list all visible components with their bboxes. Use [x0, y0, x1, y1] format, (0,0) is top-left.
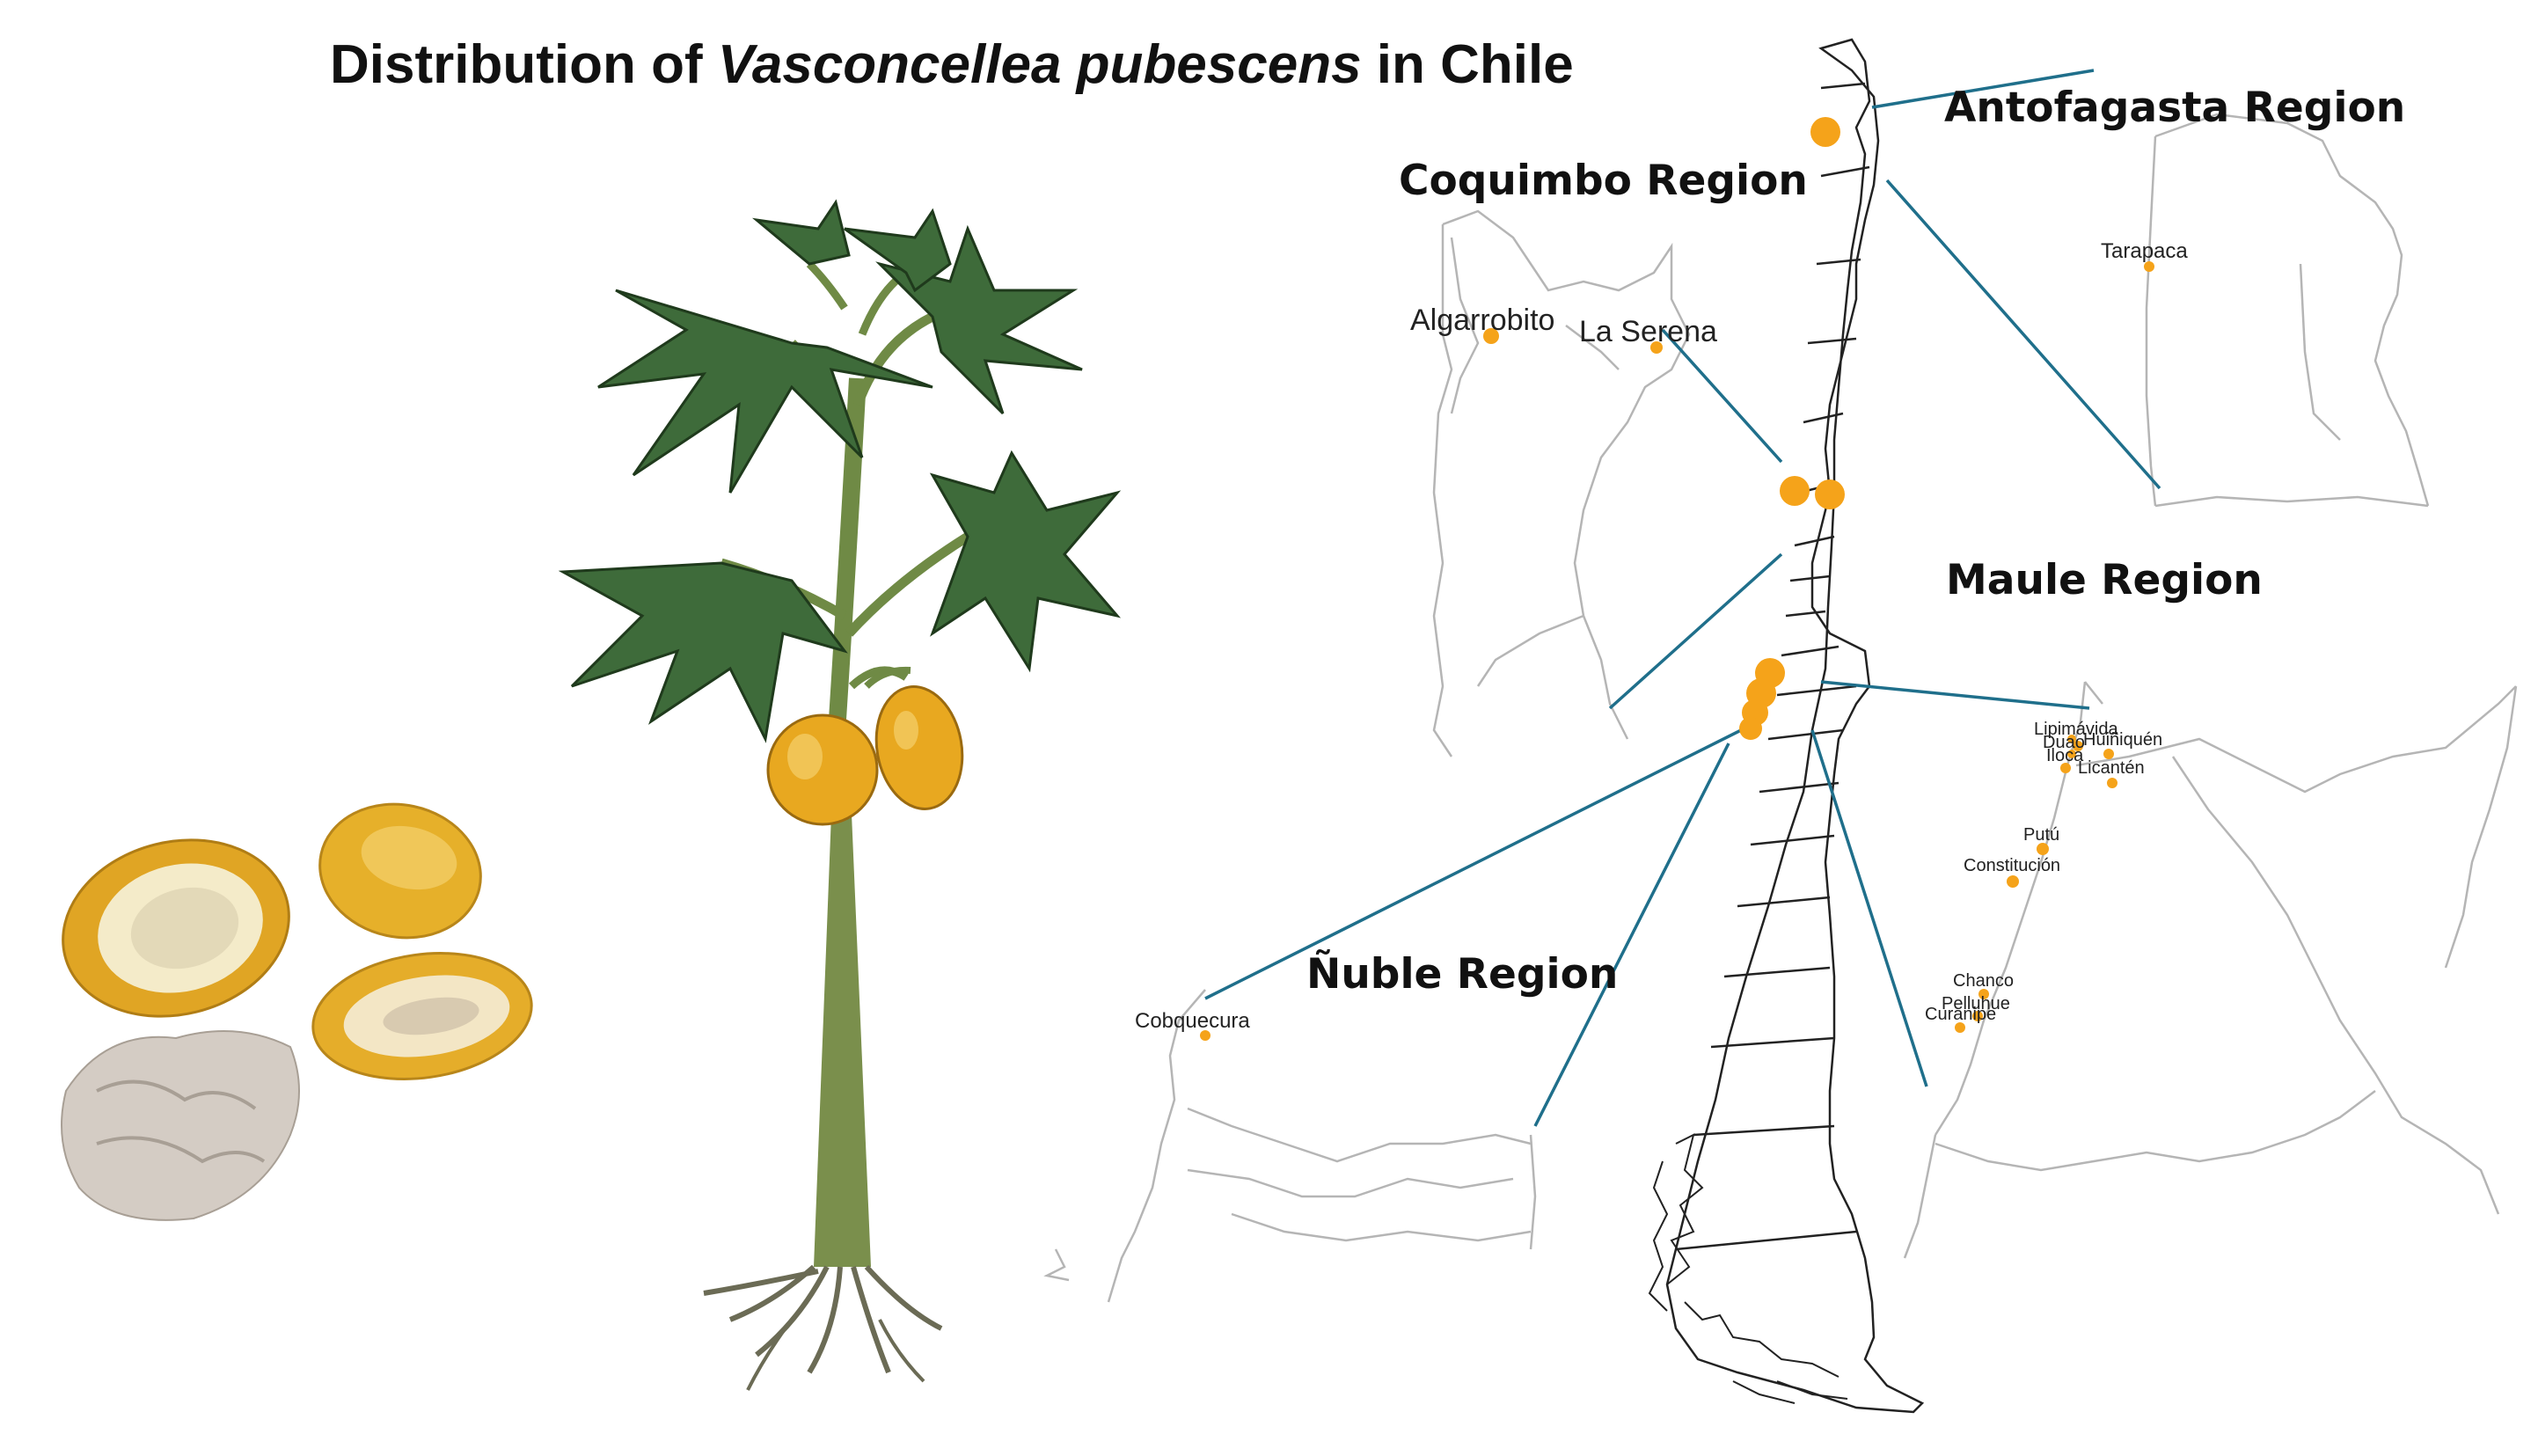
connector-nuble-top — [1204, 721, 1756, 1000]
point-iloca — [2067, 750, 2076, 758]
locality-label-putu: Putú — [2023, 825, 2060, 845]
locality-label-chanco: Chanco — [1953, 971, 2014, 991]
connector-maule-bottom — [1810, 729, 1928, 1087]
locality-label-tarapaca: Tarapaca — [2101, 239, 2188, 263]
locality-label-huiniquen: Huiñiquén — [2083, 730, 2163, 750]
region-label-maule: Maule Region — [1946, 556, 2263, 604]
occurrence-point — [1810, 117, 1840, 147]
point-algarrobito — [1483, 328, 1499, 344]
connector-nuble-bottom — [1533, 743, 1730, 1127]
locality-label-iloca: Iloca — [2046, 746, 2084, 765]
region-borders — [1675, 82, 1870, 1251]
point-pelluhue — [1972, 1011, 1983, 1021]
locality-label-lipimavida: Lipimávida — [2034, 720, 2118, 739]
point-huiniquen — [2103, 749, 2114, 759]
point-duao — [2073, 741, 2083, 751]
region-label-nuble: Ñuble Region — [1306, 950, 1619, 999]
occurrence-point — [1780, 476, 1810, 506]
locality-label-la-serena: La Serena — [1579, 315, 1717, 348]
point-la-serena — [1650, 341, 1663, 354]
locality-label-constitucion: Constitución — [1964, 856, 2061, 875]
papaya-plant-illustration — [558, 199, 1122, 1391]
locality-label-cobquecura: Cobquecura — [1135, 1009, 1250, 1033]
connector-coquimbo-bottom — [1608, 552, 1783, 710]
point-cobquecura — [1200, 1030, 1210, 1041]
connector-maule-top — [1820, 680, 2090, 710]
connector-coquimbo-top — [1661, 328, 1783, 464]
nuble-inset-outline — [1043, 989, 1537, 1303]
locality-label-duao: Duao — [2043, 733, 2085, 752]
point-constitucion — [2007, 875, 2019, 888]
antofagasta-inset-outline — [2145, 113, 2430, 508]
chile-outline — [1665, 38, 1925, 1414]
point-licanten — [2107, 778, 2117, 788]
maule-inset-outline — [1903, 681, 2518, 1259]
species-name: Vasconcellea pubescens — [717, 34, 1362, 95]
point-iloca-south — [2060, 763, 2071, 773]
locality-label-curanipe: Curanipe — [1925, 1005, 1997, 1024]
point-chanco — [1978, 989, 1989, 999]
coquimbo-inset-outline — [1432, 209, 1691, 757]
connector-antofagasta-top — [1871, 69, 2095, 109]
point-lipimavida — [2067, 735, 2076, 743]
cut-fruit-photo — [61, 802, 533, 1221]
locality-label-pelluhue: Pelluhue — [1942, 994, 2010, 1013]
figure-title: Distribution of Vasconcellea pubescens i… — [330, 34, 1574, 95]
occurrence-point — [1815, 479, 1845, 509]
point-curanipe — [1955, 1022, 1965, 1033]
connector-antofagasta-bottom — [1885, 179, 2161, 490]
point-putu — [2037, 843, 2049, 855]
locality-label-licanten: Licantén — [2078, 758, 2145, 778]
southern-islands — [1648, 1133, 1848, 1404]
region-label-antofagasta: Antofagasta Region — [1944, 84, 2406, 132]
occurrence-point — [1739, 717, 1762, 740]
point-tarapaca — [2144, 261, 2154, 272]
region-label-coquimbo: Coquimbo Region — [1399, 157, 1808, 205]
locality-label-algarrobito: Algarrobito — [1410, 304, 1555, 337]
